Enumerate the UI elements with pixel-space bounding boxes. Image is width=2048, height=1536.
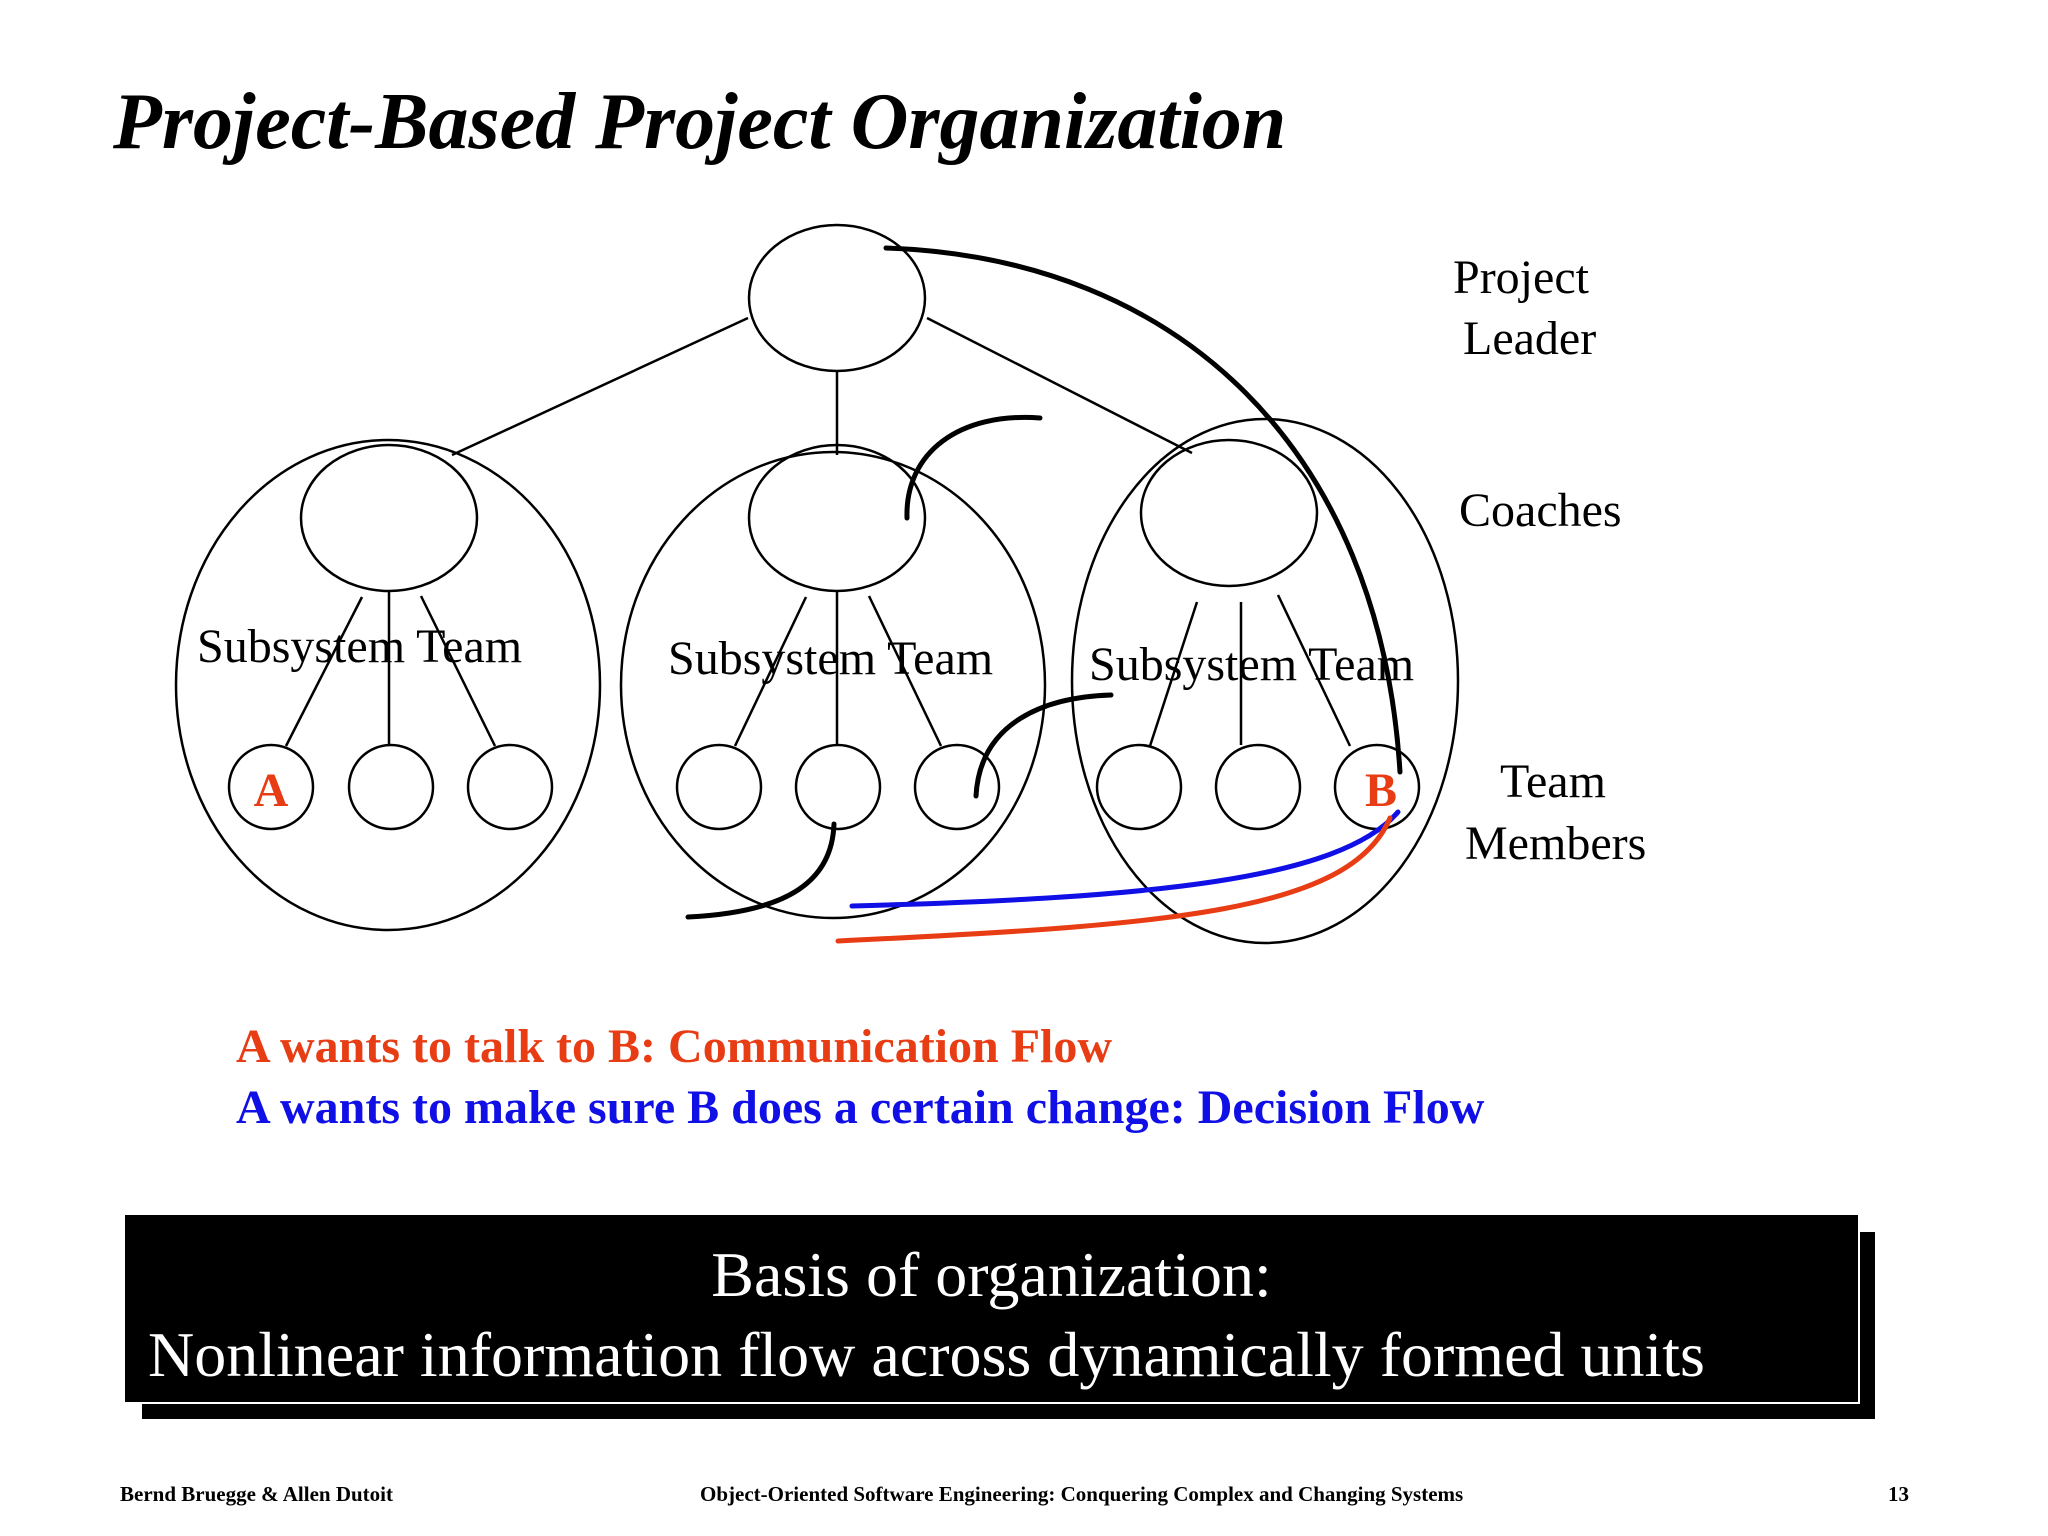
level-label-project: Project xyxy=(1453,251,1590,304)
member-node xyxy=(466,743,554,831)
basis-statement: Nonlinear information flow across dynami… xyxy=(148,1319,1705,1390)
leader-coach-link-1 xyxy=(451,316,749,457)
footer-authors: Bernd Bruegge & Allen Dutoit xyxy=(120,1482,393,1506)
basis-heading: Basis of organization: xyxy=(711,1239,1272,1310)
member-node xyxy=(913,743,1001,831)
team-enclosure-3 xyxy=(1070,417,1460,945)
member-bottom-arc xyxy=(685,821,837,920)
member-node xyxy=(1214,743,1302,831)
coach-member-link xyxy=(419,595,497,747)
level-label-coaches: Coaches xyxy=(1459,484,1622,537)
coach-member-link xyxy=(1276,594,1352,747)
coach-node-2 xyxy=(747,443,927,593)
member-a-label: A xyxy=(254,764,289,817)
team-label-1: Subsystem Team xyxy=(197,620,522,673)
basis-box: Basis of organization: Nonlinear informa… xyxy=(125,1215,1858,1402)
coach-node-3 xyxy=(1139,438,1319,588)
team-label-3: Subsystem Team xyxy=(1089,638,1414,691)
legend-communication-flow: A wants to talk to B: Communication Flow xyxy=(236,1020,1113,1073)
slide-title: Project-Based Project Organization xyxy=(113,78,1287,166)
team-label-2: Subsystem Team xyxy=(668,632,993,685)
member-b-label: B xyxy=(1365,764,1397,817)
level-label-team: Team xyxy=(1500,755,1606,808)
footer-book-title: Object-Oriented Software Engineering: Co… xyxy=(700,1482,1464,1506)
leader-coach-link-3 xyxy=(926,316,1193,455)
leader-to-b-arc xyxy=(883,245,1403,775)
team-enclosure-2 xyxy=(619,450,1047,920)
coach-member-link xyxy=(867,595,943,747)
decision-flow-curve xyxy=(849,809,1401,909)
coach-member-link xyxy=(733,596,808,747)
project-leader-node xyxy=(747,223,927,373)
team-enclosure-1 xyxy=(174,438,602,932)
coach-node-1 xyxy=(299,443,479,593)
coach-arc xyxy=(904,414,1043,521)
page-number: 13 xyxy=(1888,1482,1909,1506)
member-node xyxy=(347,743,435,831)
legend-decision-flow: A wants to make sure B does a certain ch… xyxy=(236,1081,1485,1134)
member-arc xyxy=(973,692,1114,799)
coach-member-link xyxy=(1148,601,1199,747)
member-node-a xyxy=(227,743,315,831)
member-node xyxy=(675,743,763,831)
communication-flow-curve xyxy=(835,815,1393,944)
member-node xyxy=(1095,743,1183,831)
level-label-members: Members xyxy=(1465,817,1646,870)
level-label-leader: Leader xyxy=(1463,312,1596,365)
member-node xyxy=(794,743,882,831)
coach-member-link xyxy=(284,596,364,747)
